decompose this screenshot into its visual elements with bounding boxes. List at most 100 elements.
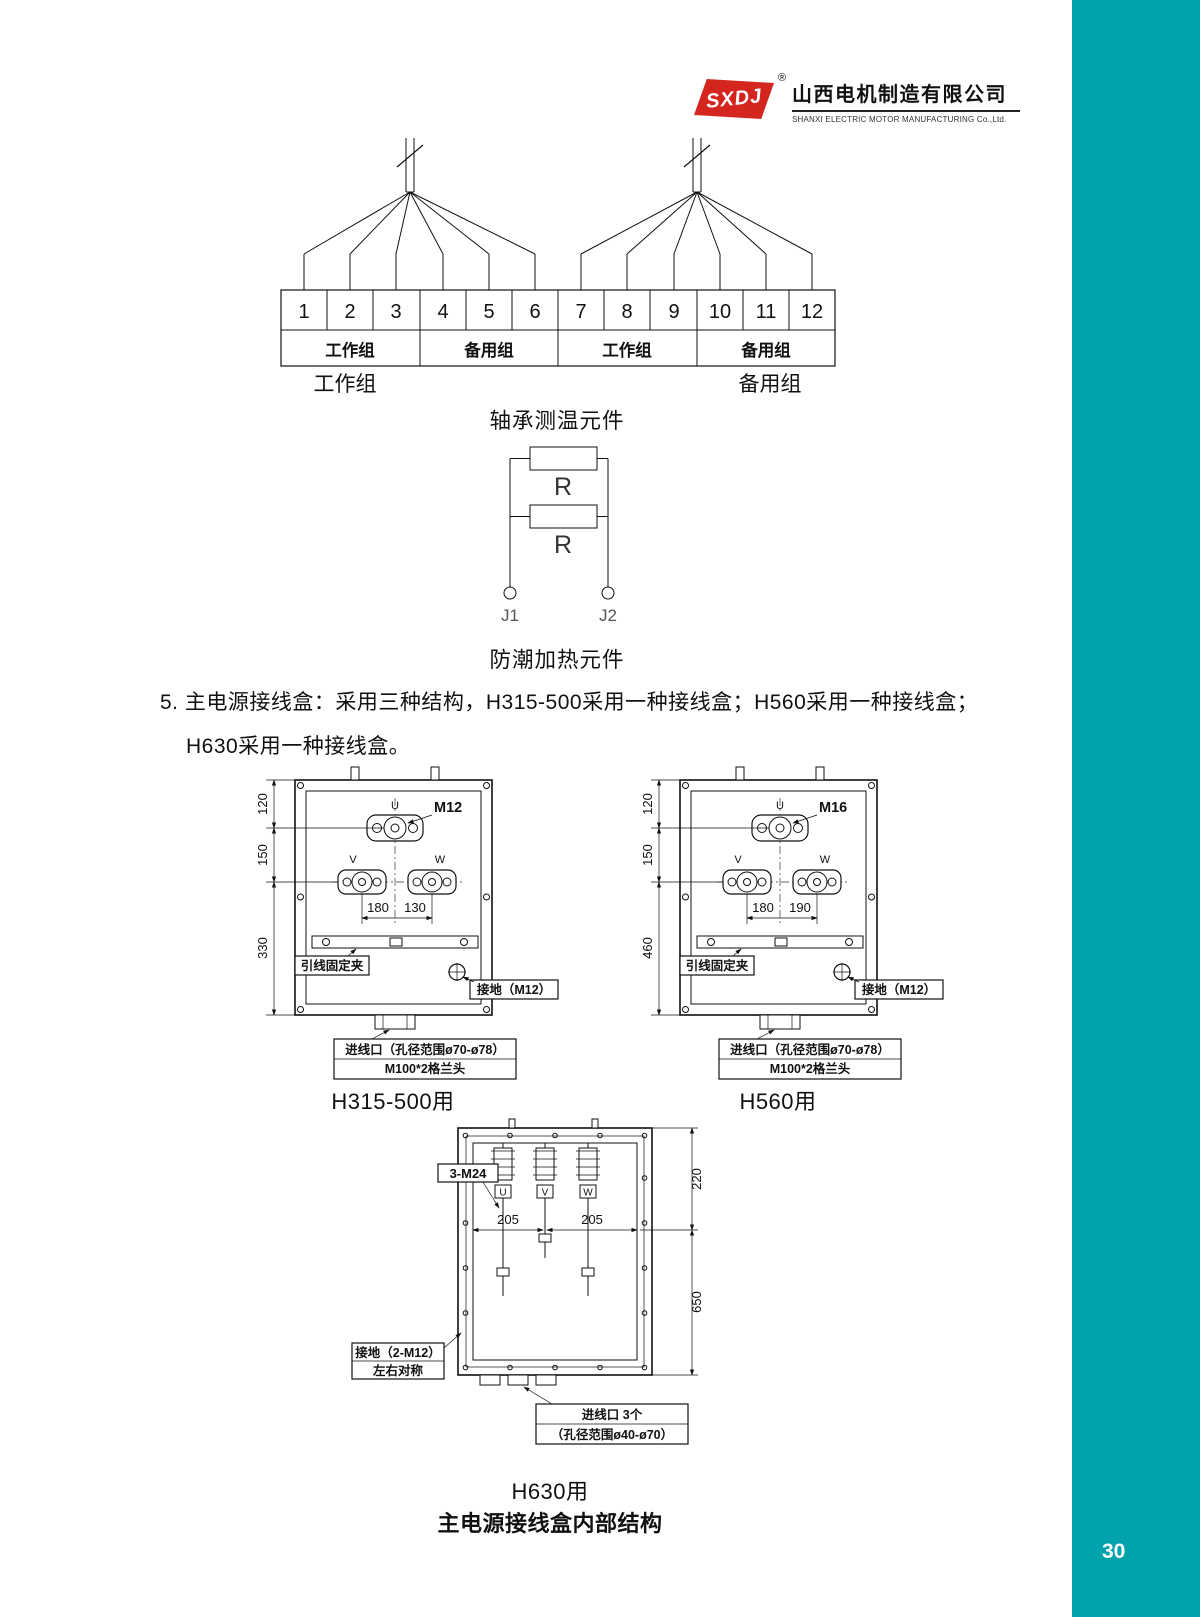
- cable-1: [396, 138, 424, 193]
- resistor-label: R: [554, 473, 572, 501]
- group-cell: 工作组: [602, 340, 652, 360]
- company-name-cn: 山西电机制造有限公司: [792, 78, 1020, 112]
- terminal-w-label: W: [820, 854, 831, 866]
- group-cell: 备用组: [463, 340, 514, 360]
- registered-mark: ®: [778, 72, 787, 84]
- clamp-callout: 引线固定夹: [294, 948, 370, 976]
- section5-line2: H630采用一种接线盒。: [186, 735, 411, 758]
- svg-text:进线口（孔径范围ø70-ø78）: 进线口（孔径范围ø70-ø78）: [345, 1042, 505, 1057]
- dim-190: 190: [789, 900, 811, 915]
- ground-screw: [833, 963, 851, 981]
- terminal-v: [337, 869, 387, 895]
- group-cell: 备用组: [740, 340, 791, 360]
- dim-205-left: 205: [497, 1212, 519, 1227]
- dim-130: 130: [404, 900, 426, 915]
- dim-330: 330: [255, 937, 270, 959]
- cable-2: [683, 138, 711, 193]
- dim-220: 220: [689, 1168, 704, 1190]
- company-name-en: SHANXI ELECTRIC MOTOR MANUFACTURING Co.,…: [792, 115, 1007, 124]
- dimension-205-205: 205 205: [472, 1212, 638, 1233]
- brand-logo-icon: SXDJ: [694, 79, 774, 119]
- terminal-w-label: W: [435, 854, 446, 866]
- dim-120: 120: [640, 793, 655, 815]
- ground-callout: 接地（M12）: [847, 976, 944, 1000]
- terminal-j1-label: J1: [501, 606, 519, 625]
- terminal-w: [407, 869, 457, 895]
- terminal-u-label: U: [776, 800, 784, 812]
- left-dimension-chain: 120 150 460: [640, 779, 769, 1016]
- section5-line1: 5. 主电源接线盒：采用三种结构，H315-500采用一种接线盒；H560采用一…: [160, 691, 979, 714]
- bottom-inlets: [479, 1374, 557, 1386]
- bearing-diagram-caption: 轴承测温元件: [489, 409, 625, 433]
- terminal-number: 12: [801, 301, 823, 323]
- clamp-callout: 引线固定夹: [679, 948, 755, 976]
- svg-text:引线固定夹: 引线固定夹: [686, 958, 749, 973]
- dimension-180-190: 180 190: [746, 894, 818, 924]
- junction-box-h315-500-drawing: U V W M12 180 130: [255, 766, 559, 1080]
- terminal-number: 5: [483, 301, 494, 323]
- terminal-w: [792, 869, 842, 895]
- svg-text:引线固定夹: 引线固定夹: [301, 958, 364, 973]
- terminal-v-label: V: [734, 854, 742, 866]
- bushing-v: [533, 1143, 557, 1258]
- svg-text:3-M24: 3-M24: [450, 1166, 488, 1181]
- dim-150: 150: [255, 844, 270, 866]
- cable-inlet: [374, 1014, 416, 1030]
- inlet-callout: 进线口 3个 （孔径范围ø40-ø70）: [523, 1386, 689, 1445]
- svg-text:M100*2格兰头: M100*2格兰头: [385, 1061, 466, 1076]
- svg-text:M100*2格兰头: M100*2格兰头: [770, 1061, 851, 1076]
- inlet-callout: 进线口（孔径范围ø70-ø78） M100*2格兰头: [718, 1029, 902, 1080]
- left-dimension-chain: 120 150 330: [255, 779, 384, 1016]
- bushing-u-label: U: [499, 1188, 506, 1199]
- junction-box-h630-drawing: U V W 3-M24 205 205 220 650 接地（2-M12）: [351, 1118, 704, 1445]
- caption-h315-500: H315-500用: [331, 1089, 455, 1114]
- brand-text: SXDJ: [704, 84, 764, 113]
- company-name-block: 山西电机制造有限公司 SHANXI ELECTRIC MOTOR MANUFAC…: [792, 78, 1020, 124]
- cable-clamp-bar: [696, 935, 864, 949]
- right-dimension-chain: 220 650: [640, 1127, 704, 1376]
- ground-callout: 接地（2-M12） 左右对称: [351, 1332, 462, 1380]
- junction-box-h560-drawing: U V W M16 180 190: [640, 766, 944, 1080]
- caption-h630: H630用: [511, 1479, 589, 1504]
- terminal-j2-label: J2: [599, 606, 617, 625]
- terminal-number: 3: [390, 301, 401, 323]
- side-color-bar: [1072, 0, 1200, 1617]
- svg-text:接地（M12）: 接地（M12）: [477, 982, 551, 997]
- terminal-number: 8: [621, 301, 632, 323]
- ground-callout: 接地（M12）: [462, 976, 559, 1000]
- group-label-left: 工作组: [314, 373, 377, 396]
- stud-size-label: M16: [819, 800, 847, 816]
- group-label-right: 备用组: [739, 373, 802, 396]
- box-outline: [457, 1118, 653, 1376]
- terminal-number: 4: [437, 301, 448, 323]
- dim-650: 650: [689, 1291, 704, 1313]
- dim-180: 180: [752, 900, 774, 915]
- terminal-v-label: V: [349, 854, 357, 866]
- terminal-number: 7: [575, 301, 586, 323]
- bearing-temp-wiring-diagram: 1 2 3 4 5 6 7 8 9 10 11 12 工作组 备用组 工作组 备…: [280, 138, 836, 396]
- svg-text:接地（M12）: 接地（M12）: [862, 982, 936, 997]
- dimension-180-130: 180 130: [361, 894, 433, 924]
- stud-callout: 3-M24: [437, 1163, 500, 1209]
- cable-inlet: [759, 1014, 801, 1030]
- svg-text:左右对称: 左右对称: [372, 1363, 424, 1378]
- terminal-number: 10: [709, 301, 731, 323]
- dim-150: 150: [640, 844, 655, 866]
- terminal-u-label: U: [391, 800, 399, 812]
- terminal-number: 1: [298, 301, 309, 323]
- terminal-v: [722, 869, 772, 895]
- company-logo: SXDJ ® 山西电机制造有限公司 SHANXI ELECTRIC MOTOR …: [688, 70, 1023, 134]
- terminal-table: 1 2 3 4 5 6 7 8 9 10 11 12 工作组 备用组 工作组 备…: [280, 289, 836, 367]
- stud-size-label: M12: [434, 800, 462, 816]
- terminal-number: 9: [668, 301, 679, 323]
- footer-caption: 主电源接线盒内部结构: [437, 1511, 663, 1536]
- dim-120: 120: [255, 793, 270, 815]
- inlet-callout: 进线口（孔径范围ø70-ø78） M100*2格兰头: [333, 1029, 517, 1080]
- svg-text:（孔径范围ø40-ø70）: （孔径范围ø40-ø70）: [551, 1427, 673, 1442]
- group-cell: 工作组: [325, 340, 375, 360]
- bushing-v-label: V: [542, 1188, 549, 1199]
- dim-180: 180: [367, 900, 389, 915]
- ground-screw: [448, 963, 466, 981]
- heater-circuit-diagram: R R J1 J2: [501, 446, 617, 625]
